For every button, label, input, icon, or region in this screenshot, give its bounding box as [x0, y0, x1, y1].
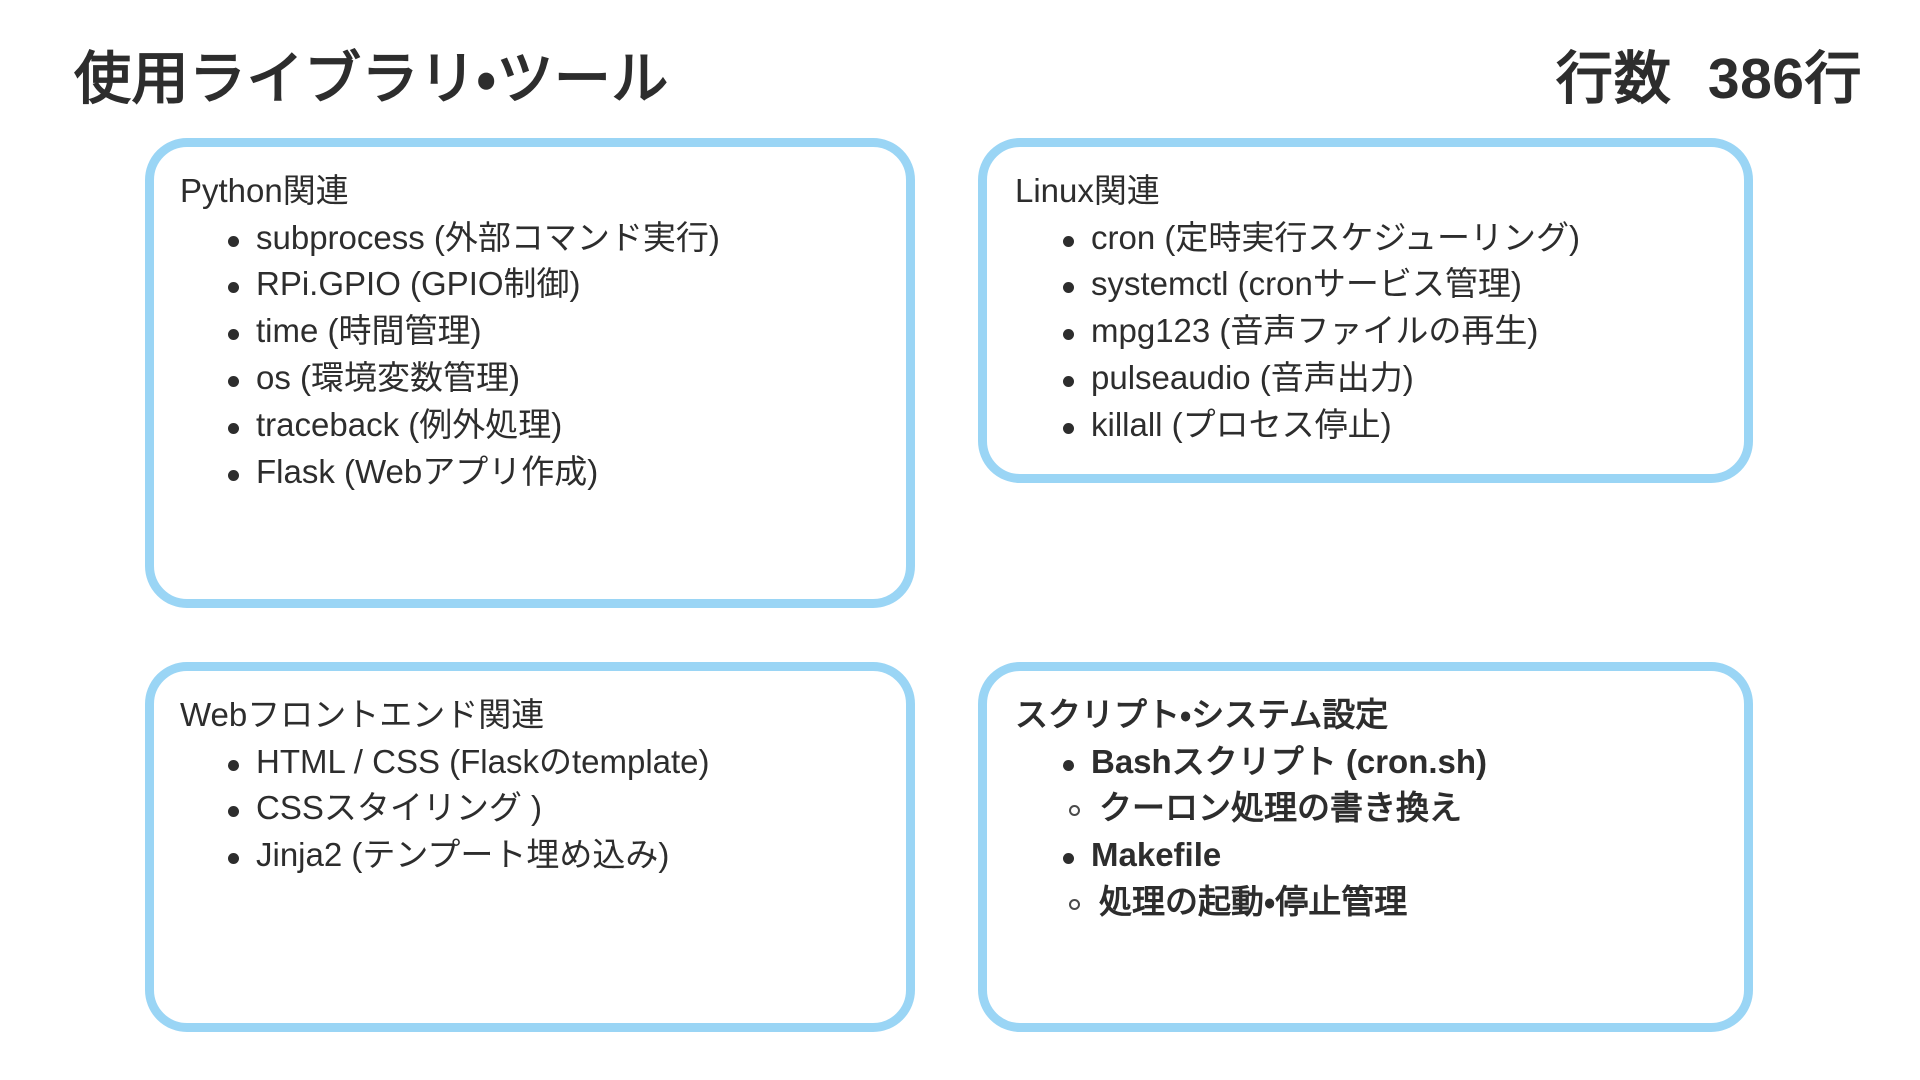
list-item: HTML / CSS (Flaskのtemplate): [226, 739, 880, 786]
page-title: 使用ライブラリ・ツール: [74, 47, 669, 111]
list-item: systemctl (cronサービス管理): [1061, 261, 1718, 308]
list-item: Jinja2 (テンプート埋め込み): [226, 832, 880, 879]
list-item: traceback (例外処理): [226, 402, 880, 449]
card-linux-related[interactable]: Linux関連 cron (定時実行スケジューリング) systemctl (c…: [978, 138, 1753, 483]
bullet-list: subprocess (外部コマンド実行) RPi.GPIO (GPIO制御) …: [180, 215, 880, 496]
list-item: time (時間管理): [226, 308, 880, 355]
card-script-system-settings[interactable]: スクリプト・システム設定 Bashスクリプト (cron.sh) クーロン処理の…: [978, 662, 1753, 1032]
bullet-list: Makefile: [1015, 832, 1718, 879]
list-item: mpg123 (音声ファイルの再生): [1061, 308, 1718, 355]
sub-bullet-list: 処理の起動・停止管理: [1015, 879, 1718, 926]
line-count-value: 386行: [1707, 47, 1862, 111]
line-count-block: 行数 386行: [1556, 33, 1862, 115]
list-item: クーロン処理の書き換え: [1067, 785, 1718, 832]
bullet-list: HTML / CSS (Flaskのtemplate) CSSスタイリング ) …: [180, 739, 880, 880]
list-item: RPi.GPIO (GPIO制御): [226, 261, 880, 308]
list-item: cron (定時実行スケジューリング): [1061, 215, 1718, 262]
card-body: Webフロントエンド関連 HTML / CSS (Flaskのtemplate)…: [154, 671, 906, 897]
list-item: Flask (Webアプリ作成): [226, 449, 880, 496]
list-item: 処理の起動・停止管理: [1067, 879, 1718, 926]
card-body: Python関連 subprocess (外部コマンド実行) RPi.GPIO …: [154, 147, 906, 514]
card-title: Webフロントエンド関連: [180, 696, 545, 733]
list-item: os (環境変数管理): [226, 355, 880, 402]
list-item: subprocess (外部コマンド実行): [226, 215, 880, 262]
list-item: Bashスクリプト (cron.sh): [1061, 739, 1718, 786]
bullet-list: Bashスクリプト (cron.sh): [1015, 739, 1718, 786]
card-title: Python関連: [180, 172, 349, 209]
card-title: スクリプト・システム設定: [1015, 696, 1389, 733]
card-title: Linux関連: [1015, 172, 1160, 209]
card-python-related[interactable]: Python関連 subprocess (外部コマンド実行) RPi.GPIO …: [145, 138, 915, 608]
list-item: pulseaudio (音声出力): [1061, 355, 1718, 402]
slide-header: 使用ライブラリ・ツール 行数 386行: [0, 26, 1920, 122]
list-item: CSSスタイリング ): [226, 785, 880, 832]
card-body: Linux関連 cron (定時実行スケジューリング) systemctl (c…: [987, 147, 1744, 467]
line-count-label: 行数: [1555, 47, 1672, 111]
card-web-frontend-related[interactable]: Webフロントエンド関連 HTML / CSS (Flaskのtemplate)…: [145, 662, 915, 1032]
list-item: killall (プロセス停止): [1061, 402, 1718, 449]
bullet-list: cron (定時実行スケジューリング) systemctl (cronサービス管…: [1015, 215, 1718, 449]
card-body: スクリプト・システム設定 Bashスクリプト (cron.sh) クーロン処理の…: [987, 671, 1744, 944]
list-item: Makefile: [1061, 832, 1718, 879]
sub-bullet-list: クーロン処理の書き換え: [1015, 785, 1718, 832]
